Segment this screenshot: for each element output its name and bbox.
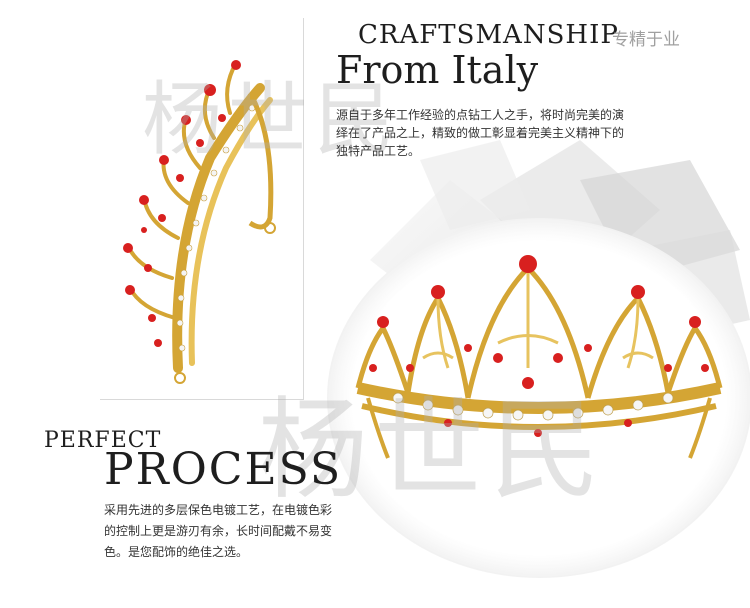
craftsmanship-description: 源自于多年工作经验的点钻工人之手，将时尚完美的演 绎在了产品之上，精致的做工彰显… [336, 106, 716, 160]
process-line: 采用先进的多层保色电镀工艺，在电镀色彩 [104, 503, 333, 517]
craftsmanship-heading-cn: 专精于业 [612, 30, 680, 50]
process-line: 色。是您配饰的绝佳之选。 [104, 545, 249, 559]
crown-side-view-photo [100, 18, 304, 400]
perfect-heading: PERFECT [44, 428, 162, 453]
process-line: 的控制上更是游刃有余，长时间配戴不易变 [104, 524, 333, 538]
craftsmanship-heading: CRAFTSMANSHIP [358, 20, 619, 50]
process-description: 采用先进的多层保色电镀工艺，在电镀色彩 的控制上更是游刃有余，长时间配戴不易变 … [104, 500, 404, 563]
craftsmanship-line: 独特产品工艺。 [336, 144, 421, 158]
watermark-center: 杨世民 [258, 386, 606, 514]
from-italy-heading: From Italy [336, 48, 539, 92]
watermark-top: 杨世民 [142, 73, 400, 166]
process-heading: PROCESS [104, 444, 343, 495]
crown-side-image [123, 60, 276, 384]
craftsmanship-line: 绎在了产品之上，精致的做工彰显着完美主义精神下的 [336, 126, 625, 140]
craftsmanship-line: 源自于多年工作经验的点钻工人之手，将时尚完美的演 [336, 108, 625, 122]
crown-front-image [355, 255, 723, 459]
